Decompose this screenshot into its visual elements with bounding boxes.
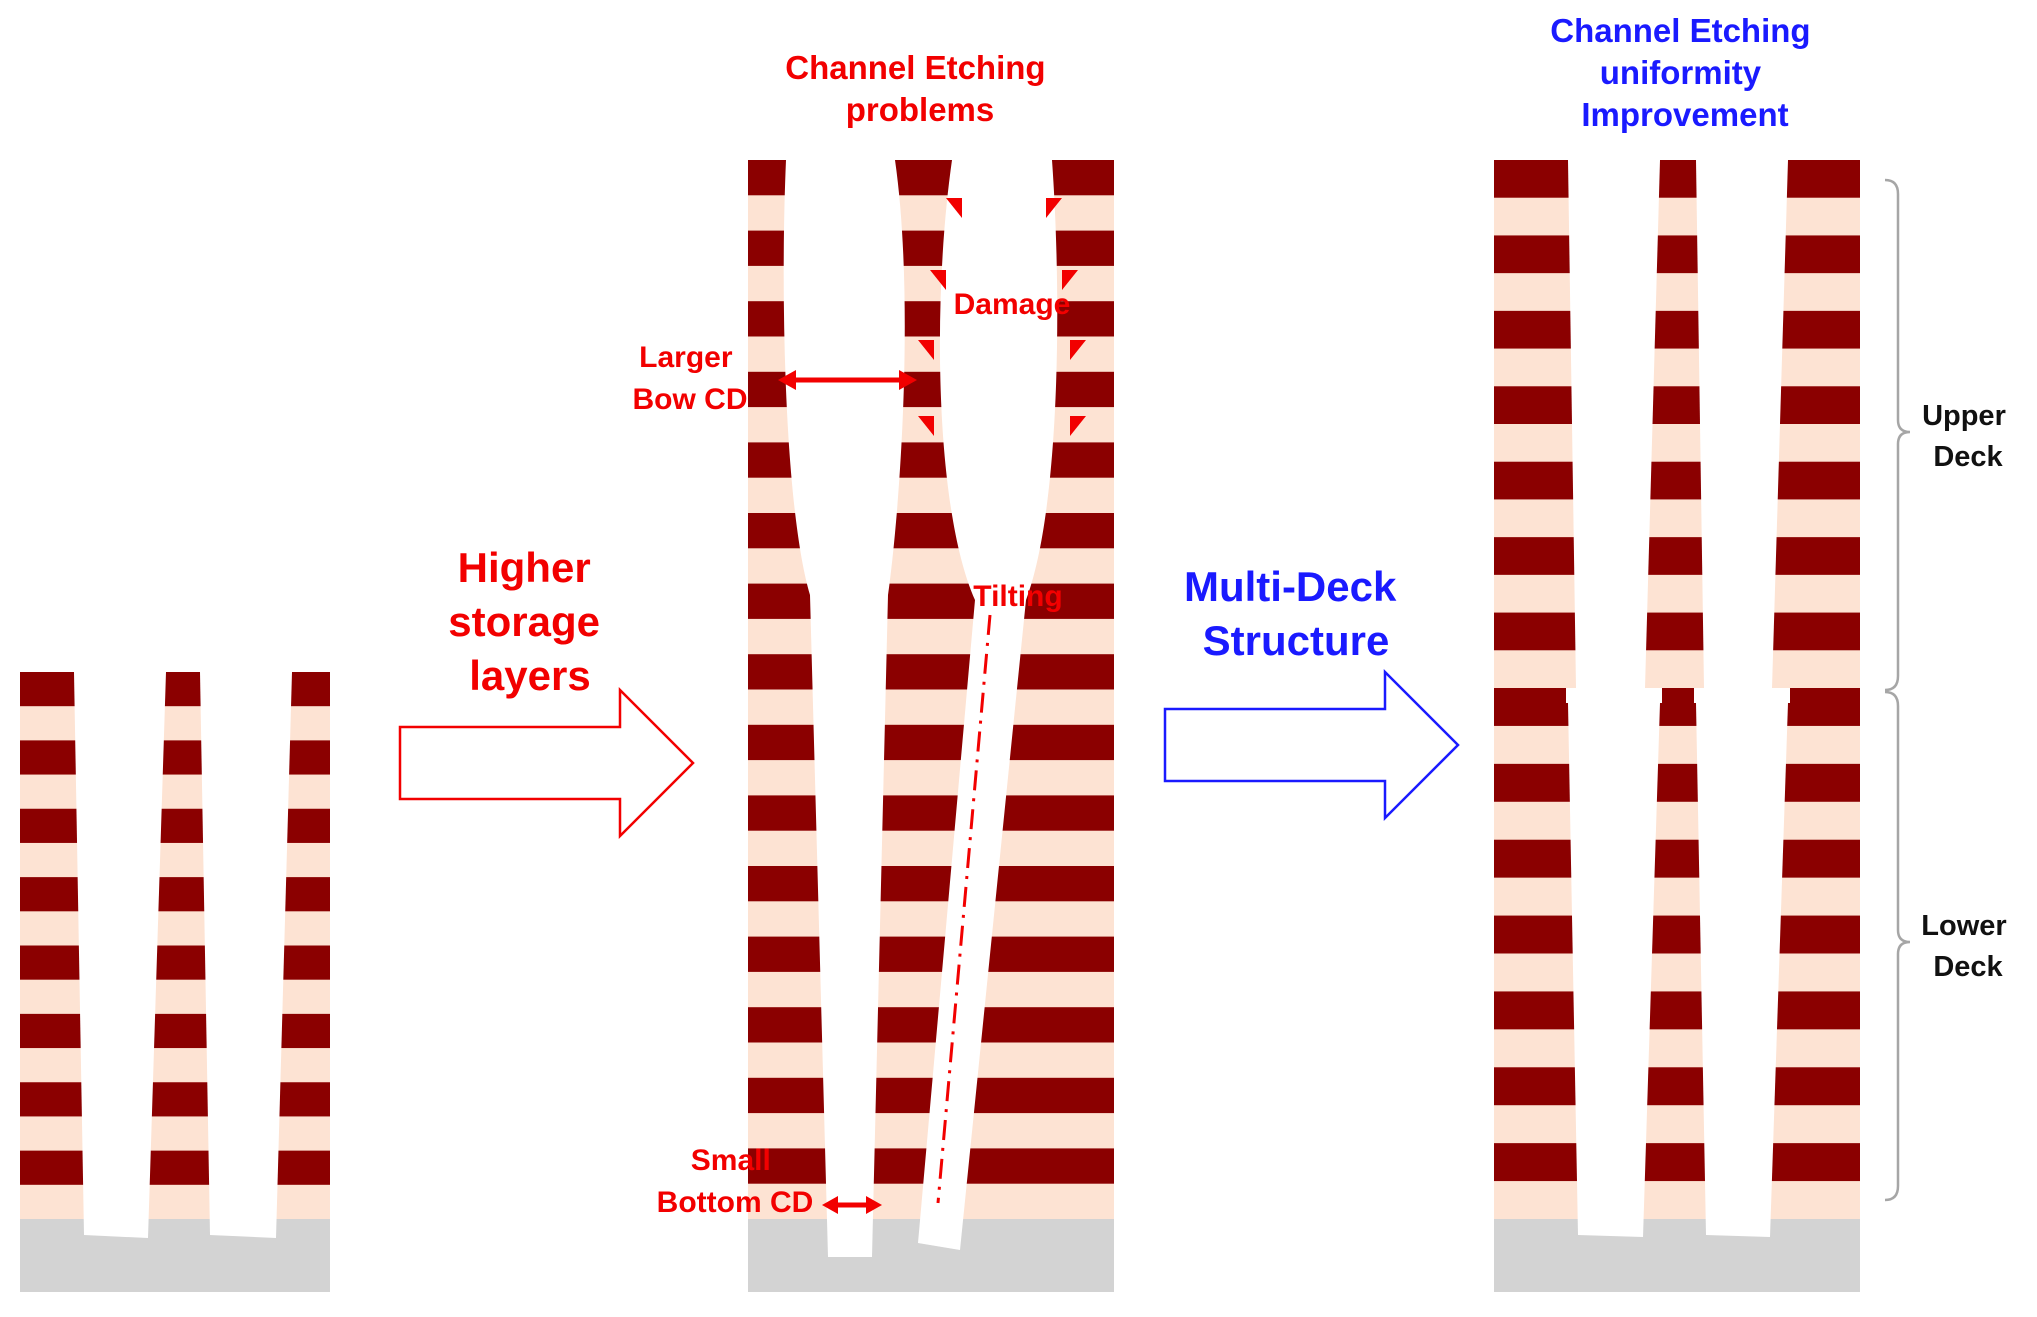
upper-deck-channel-hole xyxy=(1568,160,1660,688)
light-layer xyxy=(748,618,1114,655)
light-layer xyxy=(1494,725,1860,765)
dark-layer xyxy=(1494,386,1860,425)
light-layer xyxy=(20,979,330,1015)
dark-layer xyxy=(20,1082,330,1117)
light-layer xyxy=(1494,650,1860,689)
bow-cd-label: Larger Bow CD xyxy=(633,341,748,416)
short-stack-channel-hole xyxy=(74,672,166,1238)
dark-layer xyxy=(1494,537,1860,576)
light-layer xyxy=(1494,348,1860,387)
dark-layer xyxy=(748,795,1114,832)
dark-layer xyxy=(1494,310,1860,350)
multi-deck-substrate xyxy=(1494,1219,1860,1292)
light-layer xyxy=(1494,574,1860,614)
light-layer xyxy=(1494,197,1860,236)
dark-layer xyxy=(1494,839,1860,879)
dark-layer xyxy=(1494,1143,1860,1182)
damage-marker xyxy=(930,270,946,290)
improvement-title: Channel Etching uniformity Improvement xyxy=(1550,12,1820,133)
light-layer xyxy=(20,1048,330,1083)
damage-marker xyxy=(1070,340,1086,360)
dark-layer xyxy=(20,1013,330,1049)
dark-layer xyxy=(20,1150,330,1186)
dark-layer xyxy=(748,1007,1114,1043)
bottom-cd-label: Small Bottom CD xyxy=(657,1144,814,1219)
light-layer xyxy=(748,971,1114,1008)
light-layer xyxy=(748,901,1114,938)
light-layer xyxy=(1494,1181,1860,1219)
problems-title: Channel Etching problems xyxy=(785,49,1055,128)
deck-joint-gap xyxy=(1694,688,1790,703)
multi-deck-label: Multi-Deck Structure xyxy=(1184,563,1408,664)
light-layer xyxy=(20,1184,330,1219)
damage-marker xyxy=(1046,198,1062,218)
dark-layer xyxy=(1494,612,1860,651)
light-layer xyxy=(748,830,1114,867)
bottom-cd-arrow xyxy=(822,1196,882,1214)
damage-marker xyxy=(946,198,962,218)
bow-cd-arrow xyxy=(778,370,917,390)
light-layer xyxy=(1494,953,1860,992)
dark-layer xyxy=(1494,160,1860,199)
dark-layer xyxy=(1494,763,1860,803)
light-layer xyxy=(1494,273,1860,312)
light-layer xyxy=(748,1042,1114,1079)
deck-joint-gap xyxy=(1566,688,1662,703)
dark-layer xyxy=(1494,915,1860,954)
dark-layer xyxy=(1494,1067,1860,1106)
light-layer xyxy=(1494,801,1860,841)
higher-layers-arrow xyxy=(398,686,695,840)
tilted-channel-hole xyxy=(918,160,1058,1250)
multi-deck-layers xyxy=(1494,160,1860,1219)
dark-layer xyxy=(1494,688,1860,727)
bowed-channel-hole xyxy=(783,160,905,1257)
tall-stack-problems xyxy=(748,160,1114,1292)
upper-deck-label: Upper Deck xyxy=(1922,400,2014,473)
light-layer xyxy=(1494,1105,1860,1144)
damage-label: Damage xyxy=(954,288,1071,321)
damage-marker xyxy=(918,340,934,360)
light-layer xyxy=(748,689,1114,726)
light-layer xyxy=(1494,877,1860,917)
lower-deck-bracket xyxy=(1884,690,1911,1202)
light-layer xyxy=(1494,499,1860,538)
multi-deck-arrow xyxy=(1163,668,1460,822)
higher-layers-label: Higher storage layers xyxy=(448,544,611,699)
short-stack xyxy=(20,672,330,1292)
damage-markers xyxy=(918,198,1086,436)
lower-deck-channel-hole xyxy=(1696,703,1788,1237)
upper-deck-bracket xyxy=(1884,178,1911,692)
light-layer xyxy=(748,760,1114,796)
lower-deck-label: Lower Deck xyxy=(1921,910,2014,983)
lower-deck-channel-hole xyxy=(1568,703,1660,1237)
damage-marker xyxy=(1070,416,1086,436)
dark-layer xyxy=(748,724,1114,761)
dark-layer xyxy=(748,866,1114,902)
damage-marker xyxy=(918,416,934,436)
tilting-label: Tilting xyxy=(973,580,1062,613)
short-stack-substrate xyxy=(20,1219,330,1292)
upper-deck-channel-hole xyxy=(1696,160,1788,688)
damage-marker xyxy=(1062,270,1078,290)
light-layer xyxy=(1494,1029,1860,1068)
short-stack-channel-hole xyxy=(200,672,292,1238)
dark-layer xyxy=(1494,461,1860,500)
dark-layer xyxy=(1494,991,1860,1030)
dark-layer xyxy=(748,936,1114,973)
dark-layer xyxy=(1494,235,1860,274)
light-layer xyxy=(1494,424,1860,463)
multi-deck-stack xyxy=(1494,160,1911,1292)
light-layer xyxy=(20,1116,330,1152)
dark-layer xyxy=(748,654,1114,690)
